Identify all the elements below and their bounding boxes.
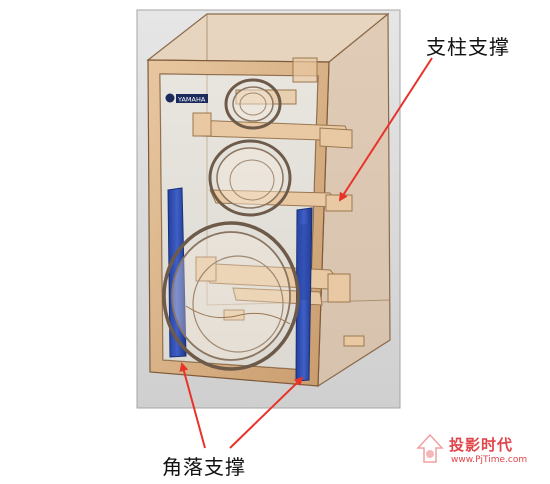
tweeter-driver xyxy=(224,78,282,130)
rear-pillar-brace xyxy=(297,224,310,300)
midrange-driver xyxy=(208,139,292,217)
corner-support-arrow-left xyxy=(179,362,206,449)
pillar-support-label: 支柱支撑 xyxy=(426,35,510,59)
woofer-driver xyxy=(162,221,300,371)
watermark: 投影时代 www.PjTime.com xyxy=(413,430,543,474)
brand-logo-text: YAMAHA xyxy=(177,96,206,104)
corner-support-label: 角落支撑 xyxy=(162,455,246,479)
brand-logo: YAMAHA xyxy=(165,93,208,104)
watermark-logo-icon xyxy=(416,433,444,463)
annotation-arrows xyxy=(179,57,433,449)
blue-pillar-braces xyxy=(167,187,313,382)
corner-support-arrow-right xyxy=(229,376,304,449)
watermark-url: www.PjTime.com xyxy=(451,455,528,465)
left-corner-brace xyxy=(167,187,187,358)
watermark-title: 投影时代 xyxy=(449,436,514,454)
pillar-support-arrow xyxy=(338,57,433,202)
